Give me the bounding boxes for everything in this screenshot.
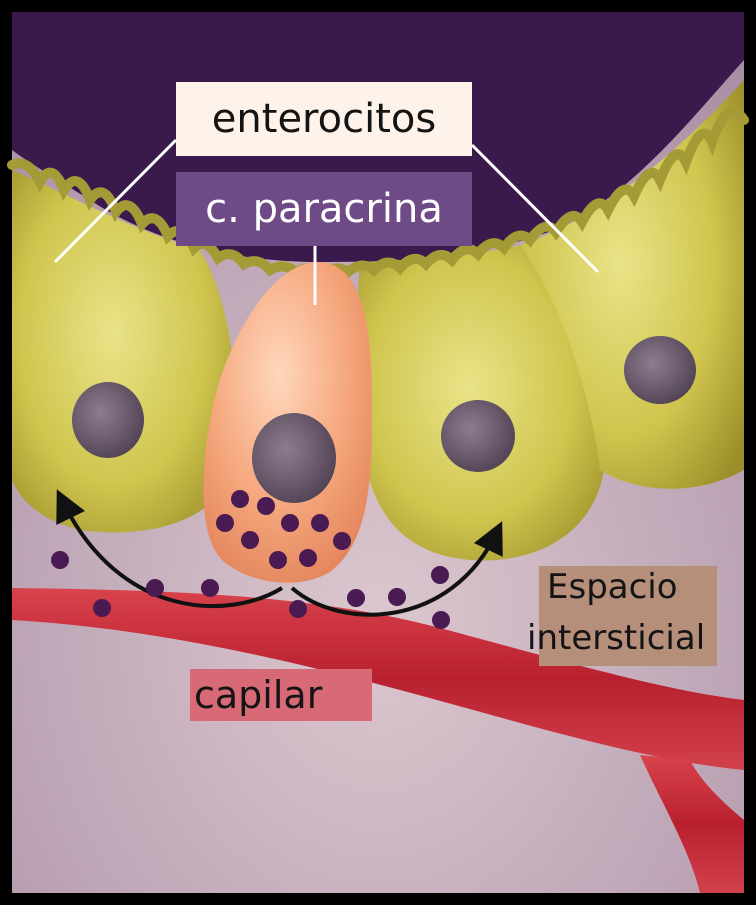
label-paracrine-cell: c. paracrina bbox=[176, 172, 472, 246]
label-interstitial-space: Espacio intersticial bbox=[527, 566, 739, 666]
label-espacio-line1: Espacio bbox=[547, 570, 678, 604]
enterocyte-nucleus-middle bbox=[441, 400, 515, 472]
enterocyte-nucleus-right bbox=[624, 336, 696, 404]
enterocyte-nucleus-left bbox=[72, 382, 144, 458]
label-espacio-line2: intersticial bbox=[527, 621, 705, 655]
paracrine-nucleus bbox=[252, 413, 336, 503]
label-enterocitos: enterocitos bbox=[176, 82, 472, 156]
label-capillary: capilar bbox=[190, 669, 372, 721]
